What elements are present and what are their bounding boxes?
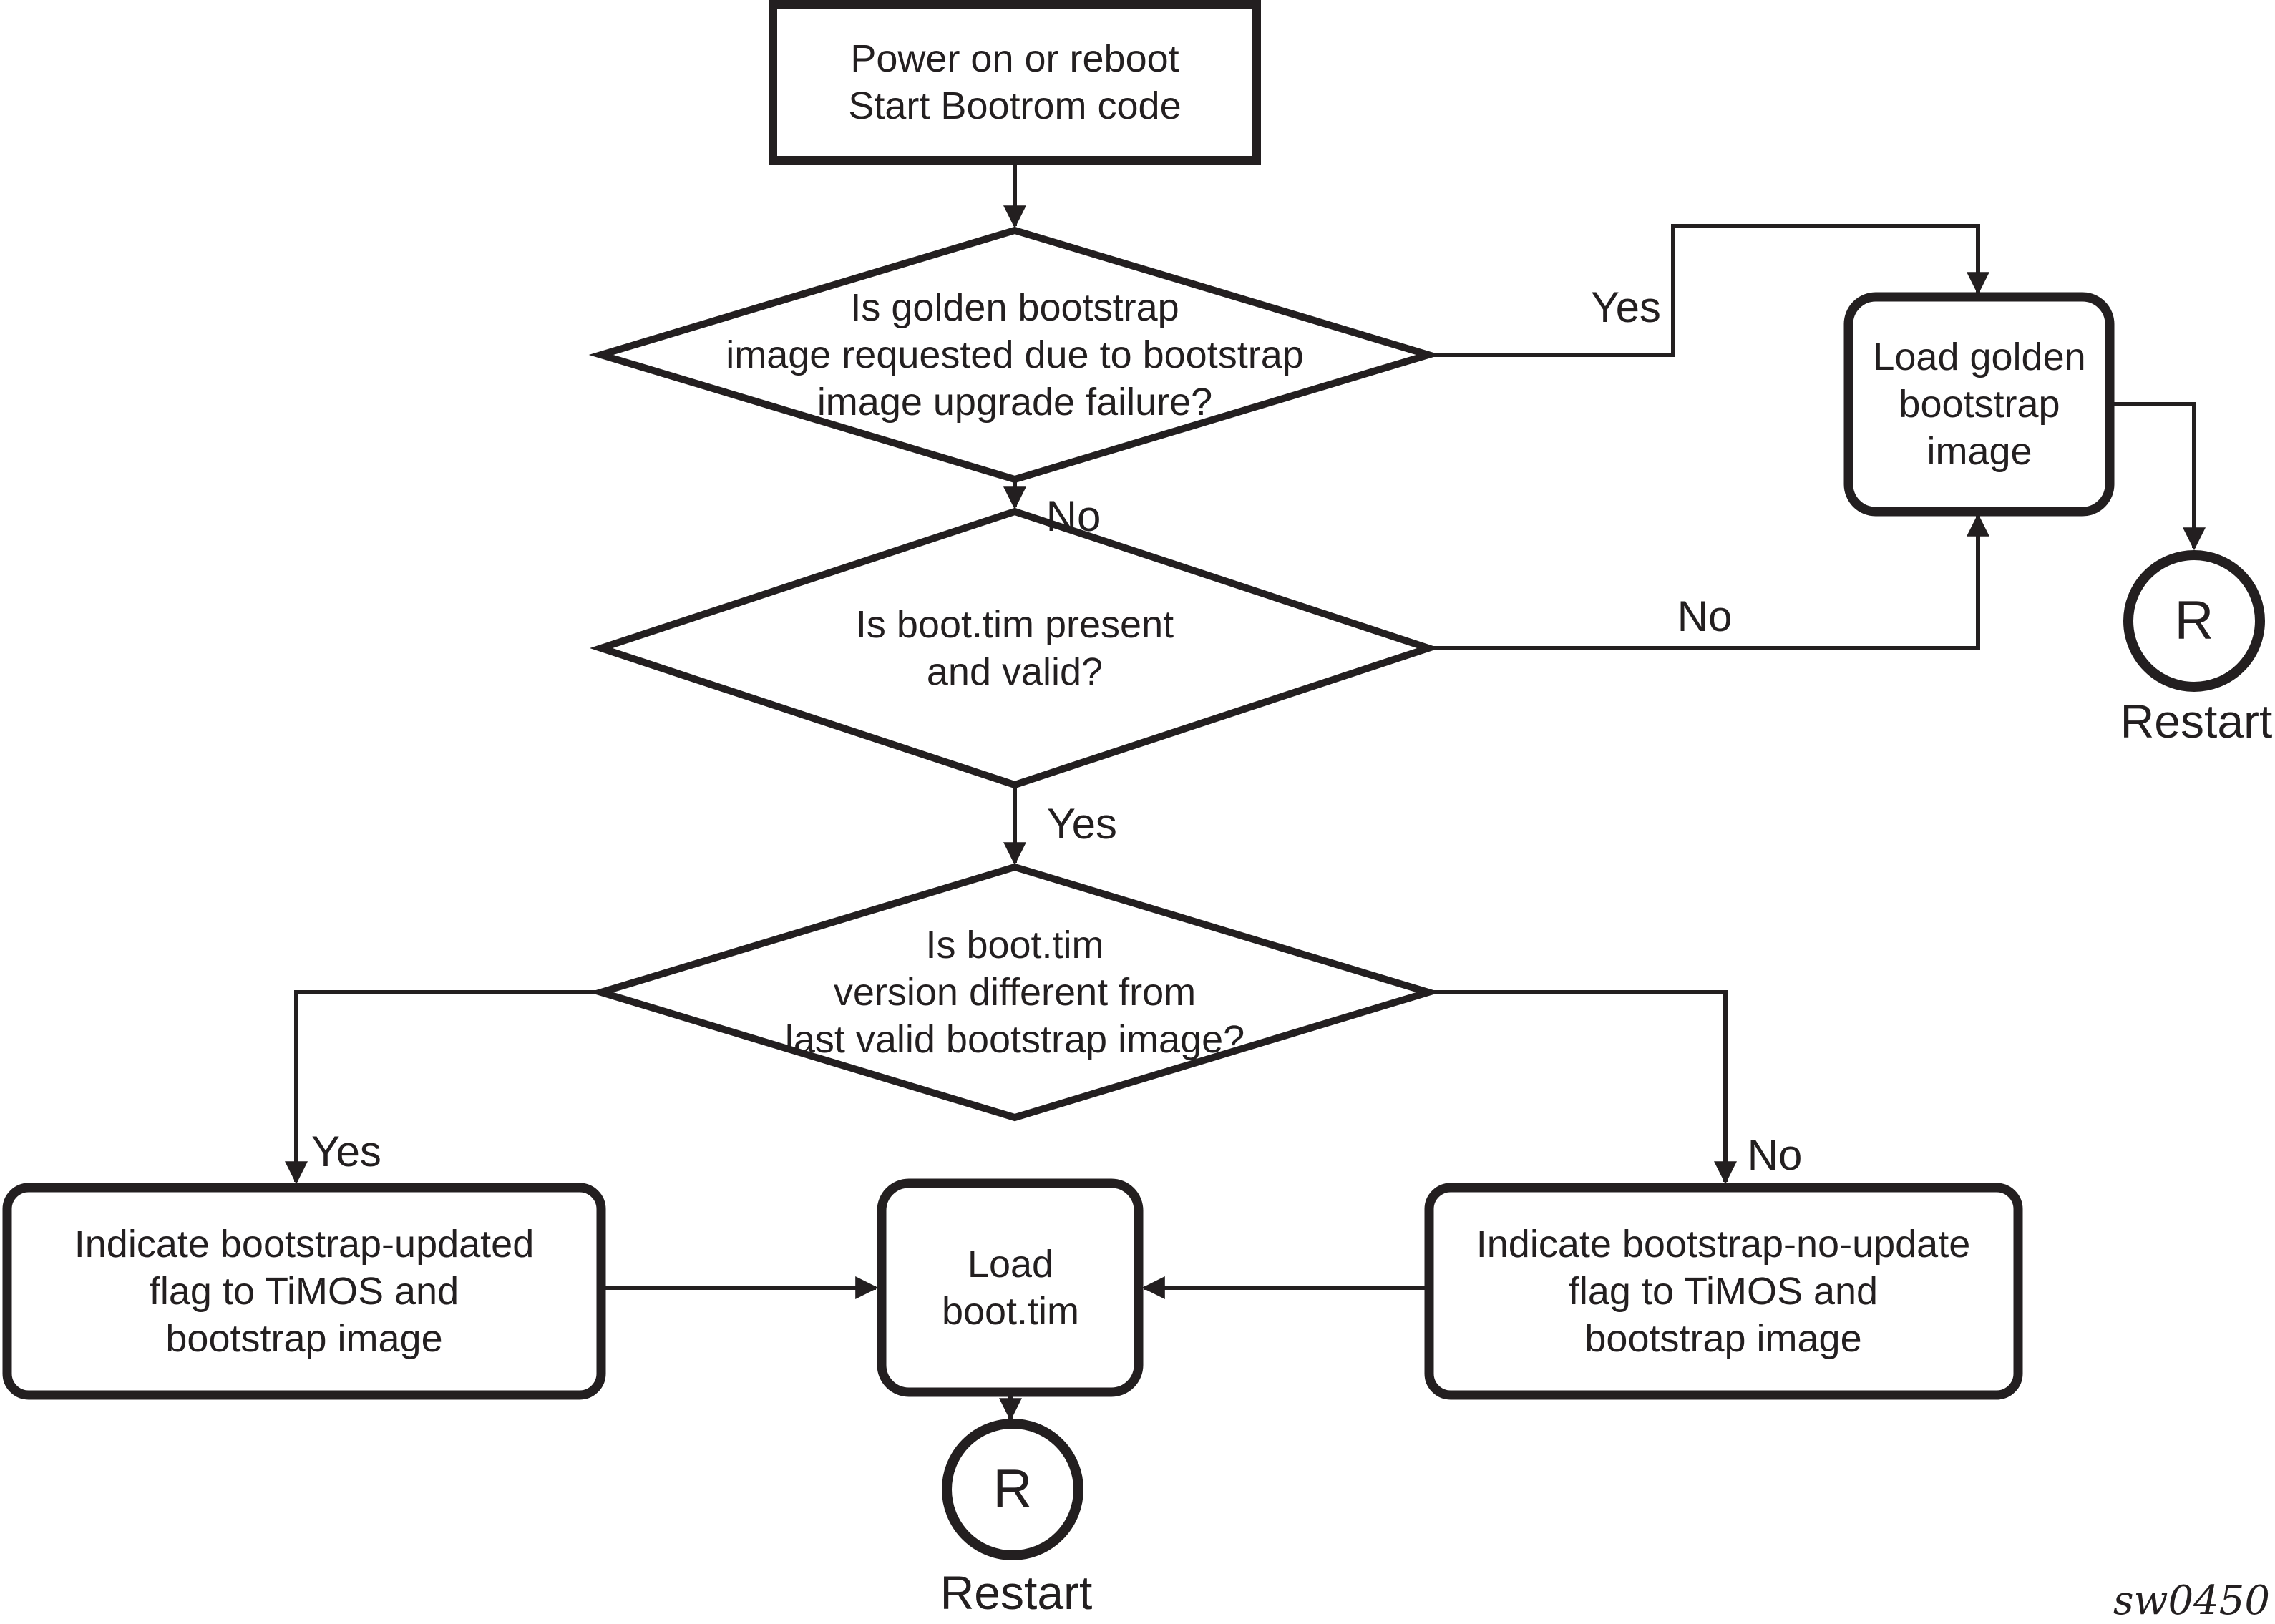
node-load-boottim-label: Load boot.tim [941, 1243, 1080, 1333]
restart-bottom-label: Restart [940, 1566, 1093, 1619]
node-power-on-box [769, 0, 1261, 165]
node-load-golden-label: Load golden bootstrap image [1873, 336, 2086, 473]
node-boottim-valid-diamond [590, 507, 1440, 789]
restart-right-label: Restart [2120, 695, 2273, 748]
edge-label-golden-no: No [1046, 492, 1101, 540]
restart-bottom-symbol: R [993, 1459, 1033, 1520]
edge-label-version-yes: Yes [311, 1127, 381, 1175]
node-load-boottim-box [877, 1178, 1144, 1397]
edge-version-no-line [1428, 990, 1737, 1185]
figure-code: sw0450 [2113, 1577, 2270, 1624]
node-restart-bottom-circle [942, 1419, 1083, 1560]
node-version-different-diamond [588, 863, 1441, 1122]
node-load-golden-box [1843, 292, 2115, 517]
node-golden-requested-diamond [588, 226, 1441, 484]
node-golden-requested-label: Is golden bootstrap image requested due … [726, 286, 1304, 424]
edge-golden-yes-line [1428, 224, 1989, 357]
node-version-different-label: Is boot.tim version different from last … [784, 924, 1245, 1061]
node-indicate-no-update-box [1424, 1183, 2023, 1400]
restart-right-symbol: R [2174, 590, 2214, 651]
node-boottim-valid-label: Is boot.tim present and valid? [855, 603, 1174, 693]
node-indicate-no-update-label: Indicate bootstrap-no-update flag to TiM… [1476, 1223, 1971, 1360]
edge-label-boottim-yes: Yes [1047, 800, 1117, 848]
edge-label-boottim-no: No [1677, 592, 1733, 640]
edge-label-version-no: No [1747, 1131, 1803, 1179]
edge-boottim-no-line [1428, 513, 1989, 650]
edge-version-yes-line [285, 990, 601, 1185]
node-indicate-updated-box [2, 1183, 606, 1400]
edge-label-golden-yes: Yes [1591, 283, 1661, 331]
node-indicate-updated-label: Indicate bootstrap-updated flag to TiMOS… [74, 1223, 535, 1360]
node-restart-right-circle [2123, 550, 2265, 692]
edge-golden-to-restart [2110, 402, 2206, 551]
node-power-on-label: Power on or reboot Start Bootrom code [848, 37, 1182, 127]
